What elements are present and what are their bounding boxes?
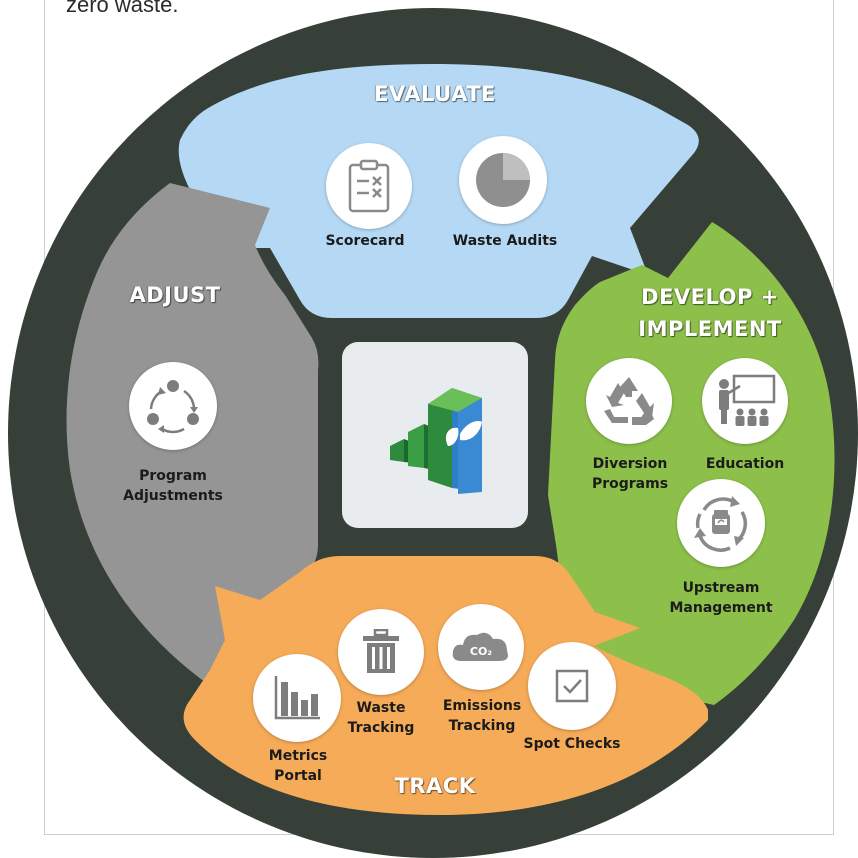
center-logo-tile xyxy=(342,342,528,528)
co2-cloud-icon: CO₂ xyxy=(438,604,524,690)
program-adjustments-line2: Adjustments xyxy=(123,488,223,504)
evaluate-title: EVALUATE xyxy=(374,82,496,106)
scorecard-label: Scorecard xyxy=(325,233,405,249)
evaluate-segment xyxy=(178,64,699,318)
metrics-portal-label: Metrics Portal xyxy=(248,746,348,786)
upstream-management-label: Upstream Management xyxy=(656,578,786,618)
upstream-management-line1: Upstream xyxy=(682,580,760,596)
spot-checks-label: Spot Checks xyxy=(523,736,621,752)
develop-title-line1: DEVELOP + xyxy=(641,285,779,309)
intro-text: zero waste. xyxy=(66,0,179,17)
track-title: TRACK xyxy=(394,774,476,798)
education-label: Education xyxy=(705,456,785,472)
pie-chart-icon xyxy=(459,136,547,224)
co2-text: CO₂ xyxy=(470,645,492,658)
develop-segment xyxy=(548,222,835,705)
emissions-tracking-line2: Tracking xyxy=(448,718,516,734)
adjust-title: ADJUST xyxy=(129,283,221,307)
cycle-arrows-icon xyxy=(129,362,217,450)
emissions-tracking-line1: Emissions xyxy=(442,698,522,714)
track-segment xyxy=(183,556,709,815)
presentation-icon xyxy=(702,358,788,444)
emissions-tracking-label: Emissions Tracking xyxy=(430,696,534,736)
upstream-management-line2: Management xyxy=(669,600,773,616)
upstream-cycle-icon xyxy=(677,479,765,567)
program-adjustments-line1: Program xyxy=(139,468,207,484)
building-logo-icon xyxy=(390,388,482,494)
program-adjustments-label: Program Adjustments xyxy=(108,466,238,506)
diversion-programs-line1: Diversion xyxy=(592,456,668,472)
scorecard-icon xyxy=(326,143,412,229)
waste-tracking-line2: Tracking xyxy=(347,720,415,736)
metrics-portal-line2: Portal xyxy=(274,768,322,784)
metrics-portal-line1: Metrics xyxy=(268,748,328,764)
trash-can-icon xyxy=(338,609,424,695)
recycle-icon xyxy=(586,358,672,444)
develop-title-line2: IMPLEMENT xyxy=(638,317,782,341)
diversion-programs-label: Diversion Programs xyxy=(572,454,688,494)
checkbox-icon xyxy=(528,642,616,730)
waste-audits-label: Waste Audits xyxy=(452,233,558,249)
diversion-programs-line2: Programs xyxy=(591,476,669,492)
bar-chart-icon xyxy=(253,654,341,742)
waste-tracking-line1: Waste xyxy=(356,700,406,716)
waste-tracking-label: Waste Tracking xyxy=(331,698,431,738)
